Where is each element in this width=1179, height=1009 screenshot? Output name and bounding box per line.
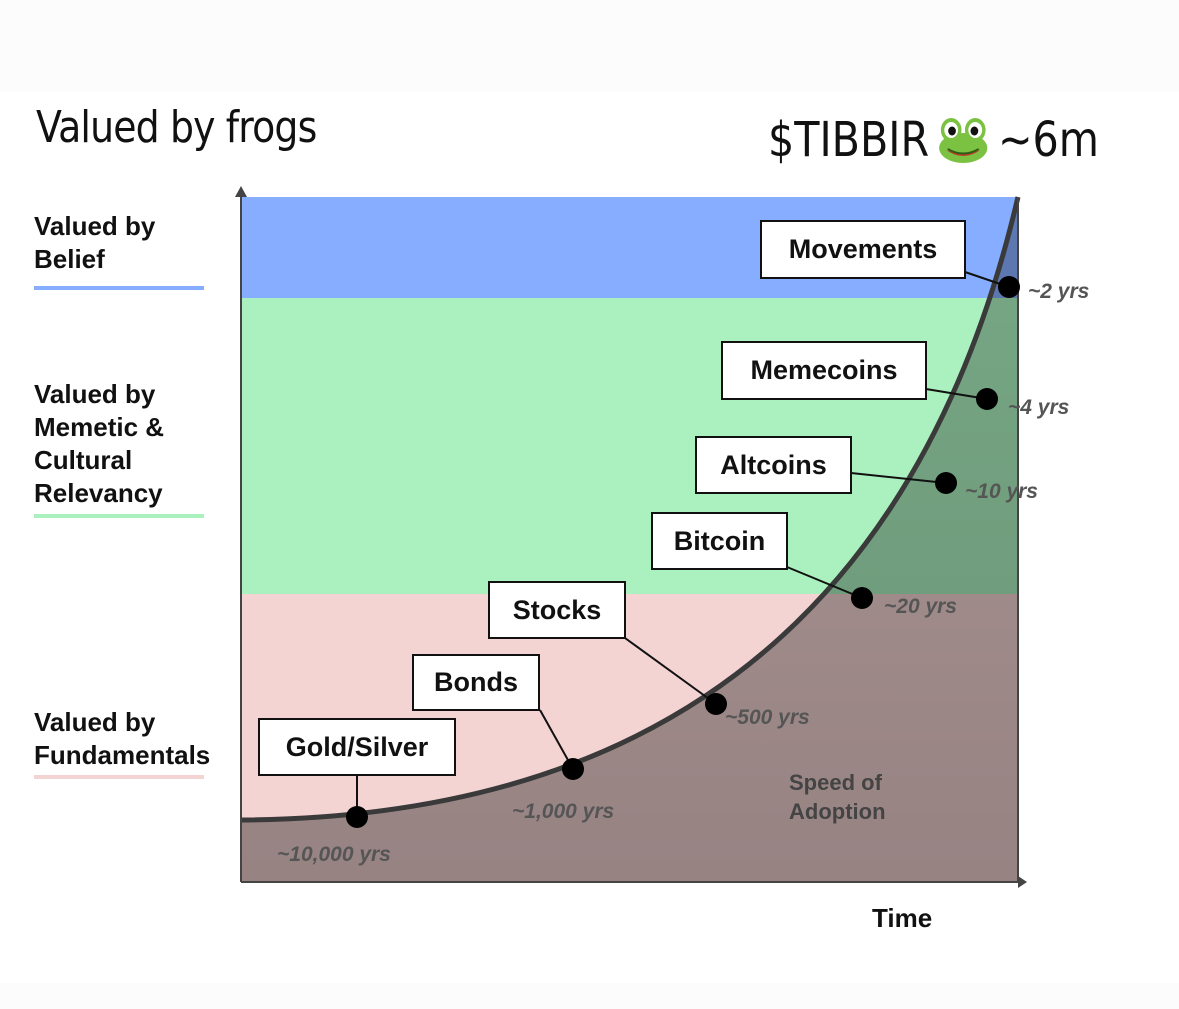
- connector-bitcoin: [786, 566, 863, 599]
- zone-label-line: Relevancy: [34, 478, 163, 508]
- zone-label-line: Valued by: [34, 379, 156, 409]
- dot-gold-silver: [346, 806, 368, 828]
- speed-label-line: Speed of: [789, 770, 882, 795]
- zone-label-memetic: Valued by Memetic & Cultural Relevancy: [34, 378, 164, 510]
- diagram-title: Valued by frogs: [36, 102, 317, 153]
- dot-bonds: [562, 758, 584, 780]
- dot-altcoins: [935, 472, 957, 494]
- speed-of-adoption-area: [241, 197, 1018, 882]
- asset-box-bitcoin: Bitcoin: [651, 512, 788, 570]
- x-axis-label: Time: [872, 903, 933, 933]
- frog-icon: [939, 118, 988, 163]
- top-band: [0, 0, 1179, 92]
- duration-gold-silver: ~10,000 yrs: [277, 843, 391, 866]
- zone-line-memetic: [34, 514, 204, 518]
- connector-altcoins: [850, 472, 947, 484]
- dot-memecoins: [976, 388, 998, 410]
- zone-label-line: Cultural: [34, 445, 133, 475]
- zone-label-fundamentals: Valued by Fundamentals: [34, 706, 210, 772]
- dot-movements: [998, 276, 1020, 298]
- x-axis-arrow: [1018, 876, 1027, 888]
- ticker-symbol: $TIBBIR: [768, 112, 930, 168]
- zone-label-line: Valued by: [34, 211, 156, 241]
- duration-bitcoin: ~20 yrs: [884, 595, 957, 618]
- duration-memecoins: ~4 yrs: [1008, 396, 1070, 419]
- asset-box-gold-silver: Gold/Silver: [258, 718, 456, 776]
- zone-label-line: Valued by: [34, 707, 156, 737]
- asset-box-memecoins: Memecoins: [721, 341, 927, 400]
- connector-stocks: [624, 637, 717, 705]
- zone-label-line: Belief: [34, 244, 105, 274]
- speed-label-line: Adoption: [789, 799, 886, 824]
- y-axis-arrow: [235, 186, 247, 197]
- zone-label-belief: Valued by Belief: [34, 210, 155, 276]
- dot-bitcoin: [851, 587, 873, 609]
- duration-altcoins: ~10 yrs: [965, 480, 1038, 503]
- zone-label-line: Memetic &: [34, 412, 165, 442]
- duration-stocks: ~500 yrs: [725, 706, 810, 729]
- ticker-heading: $TIBBIR ~6m: [768, 112, 1099, 168]
- duration-movements: ~2 yrs: [1028, 280, 1090, 303]
- zone-line-fundamentals: [34, 775, 204, 779]
- asset-box-stocks: Stocks: [488, 581, 626, 639]
- bottom-band: [0, 983, 1179, 1009]
- asset-box-altcoins: Altcoins: [695, 436, 852, 494]
- duration-bonds: ~1,000 yrs: [512, 800, 615, 823]
- zone-line-belief: [34, 286, 204, 290]
- dot-stocks: [705, 693, 727, 715]
- connector-bonds: [539, 709, 574, 770]
- ticker-suffix: ~6m: [997, 112, 1100, 168]
- asset-box-bonds: Bonds: [412, 654, 540, 711]
- speed-of-adoption-label: Speed of Adoption: [789, 768, 886, 826]
- zone-label-line: Fundamentals: [34, 740, 211, 770]
- asset-box-movements: Movements: [760, 220, 966, 279]
